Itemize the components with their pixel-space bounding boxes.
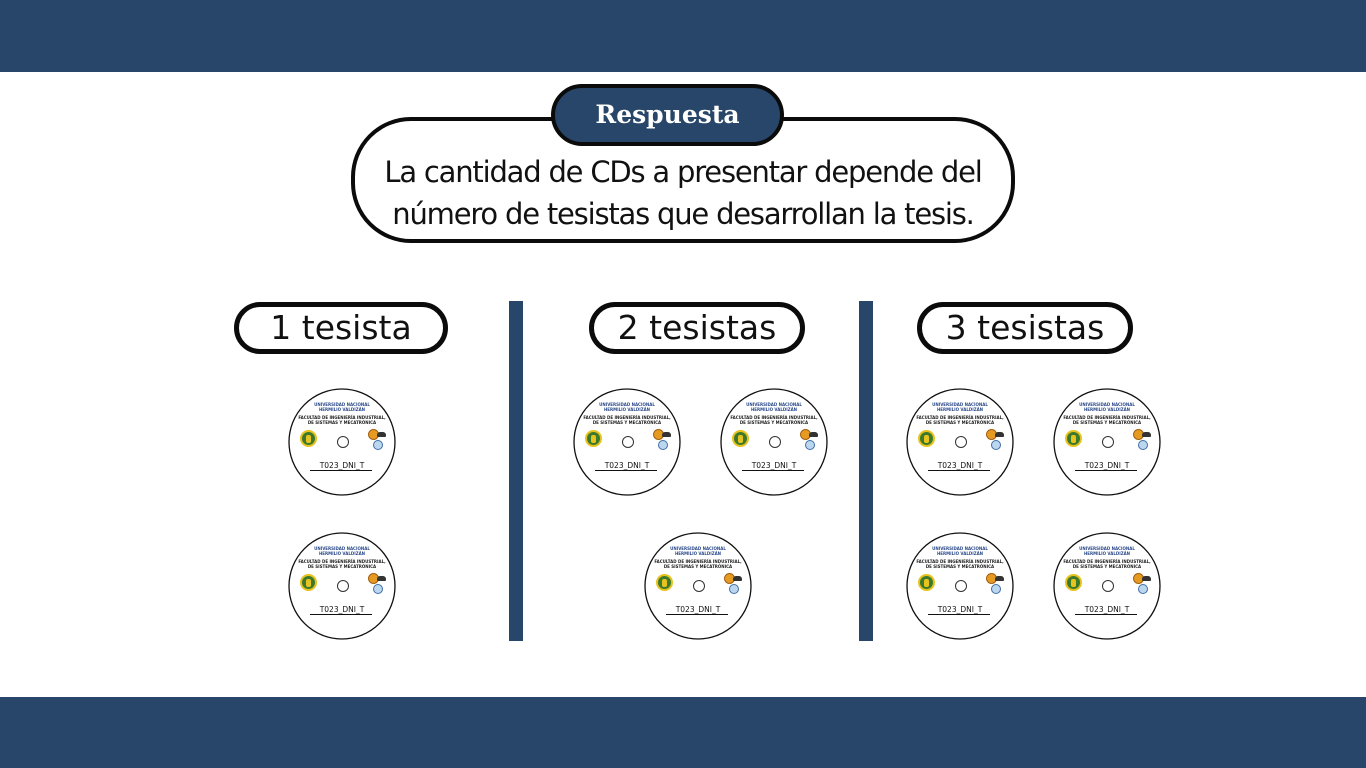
cd-code-label: T023_DNI_T [1084,605,1130,614]
globe-icon [373,440,383,450]
university-crest-icon [300,574,317,591]
cd-faculty: FACULTAD DE INGENIERÍA INDUSTRIAL,DE SIS… [916,559,1004,569]
wing-emblem-icon [995,432,1004,437]
cd-center-hole [955,436,967,448]
divider-left [509,301,523,641]
globe-icon [1138,440,1148,450]
university-crest-icon [1065,574,1082,591]
top-banner [0,0,1366,72]
wing-emblem-icon [733,576,742,581]
university-crest-icon [585,430,602,447]
cd-underline [310,470,372,471]
wing-emblem-icon [1142,576,1151,581]
university-crest-icon [300,430,317,447]
globe-icon [991,584,1001,594]
cd-underline [1075,614,1137,615]
cd-code-label: T023_DNI_T [751,461,797,470]
university-crest-icon [918,430,935,447]
globe-icon [658,440,668,450]
cd-center-hole [337,436,349,448]
wing-emblem-icon [662,432,671,437]
cd-center-hole [622,436,634,448]
globe-icon [991,440,1001,450]
cd-center-hole [769,436,781,448]
university-crest-icon [656,574,673,591]
bottom-banner [0,697,1366,768]
cd-code-label: T023_DNI_T [604,461,650,470]
globe-icon [373,584,383,594]
cd-underline [1075,470,1137,471]
answer-tag: Respuesta [551,84,784,146]
cd-underline [928,614,990,615]
globe-icon [805,440,815,450]
cd-faculty: FACULTAD DE INGENIERÍA INDUSTRIAL,DE SIS… [298,559,386,569]
cd-faculty: FACULTAD DE INGENIERÍA INDUSTRIAL,DE SIS… [1063,559,1151,569]
wing-emblem-icon [377,432,386,437]
cd-faculty: FACULTAD DE INGENIERÍA INDUSTRIAL,DE SIS… [1063,415,1151,425]
group-label-1: 1 tesista [234,302,448,354]
cd-code-label: T023_DNI_T [1084,461,1130,470]
cd-underline [666,614,728,615]
answer-text-line-2: número de tesistas que desarrollan la te… [392,197,975,231]
cd-underline [928,470,990,471]
cd-faculty: FACULTAD DE INGENIERÍA INDUSTRIAL,DE SIS… [583,415,671,425]
cd-code-label: T023_DNI_T [319,461,365,470]
university-crest-icon [732,430,749,447]
cd-center-hole [955,580,967,592]
cd-underline [595,470,657,471]
cd-faculty: FACULTAD DE INGENIERÍA INDUSTRIAL,DE SIS… [916,415,1004,425]
wing-emblem-icon [1142,432,1151,437]
university-crest-icon [918,574,935,591]
cd-center-hole [693,580,705,592]
group-label-3: 3 tesistas [917,302,1133,354]
cd-code-label: T023_DNI_T [937,605,983,614]
cd-faculty: FACULTAD DE INGENIERÍA INDUSTRIAL,DE SIS… [730,415,818,425]
cd-faculty: FACULTAD DE INGENIERÍA INDUSTRIAL,DE SIS… [654,559,742,569]
cd-code-label: T023_DNI_T [675,605,721,614]
cd-faculty: FACULTAD DE INGENIERÍA INDUSTRIAL,DE SIS… [298,415,386,425]
cd-center-hole [1102,436,1114,448]
answer-text: La cantidad de CDs a presentar depende d… [355,151,1011,235]
cd-code-label: T023_DNI_T [319,605,365,614]
group-label-2: 2 tesistas [589,302,805,354]
wing-emblem-icon [809,432,818,437]
university-crest-icon [1065,430,1082,447]
globe-icon [1138,584,1148,594]
cd-center-hole [1102,580,1114,592]
cd-center-hole [337,580,349,592]
cd-underline [742,470,804,471]
divider-right [859,301,873,641]
cd-underline [310,614,372,615]
cd-code-label: T023_DNI_T [937,461,983,470]
globe-icon [729,584,739,594]
wing-emblem-icon [995,576,1004,581]
answer-text-line-1: La cantidad de CDs a presentar depende d… [384,155,982,189]
wing-emblem-icon [377,576,386,581]
